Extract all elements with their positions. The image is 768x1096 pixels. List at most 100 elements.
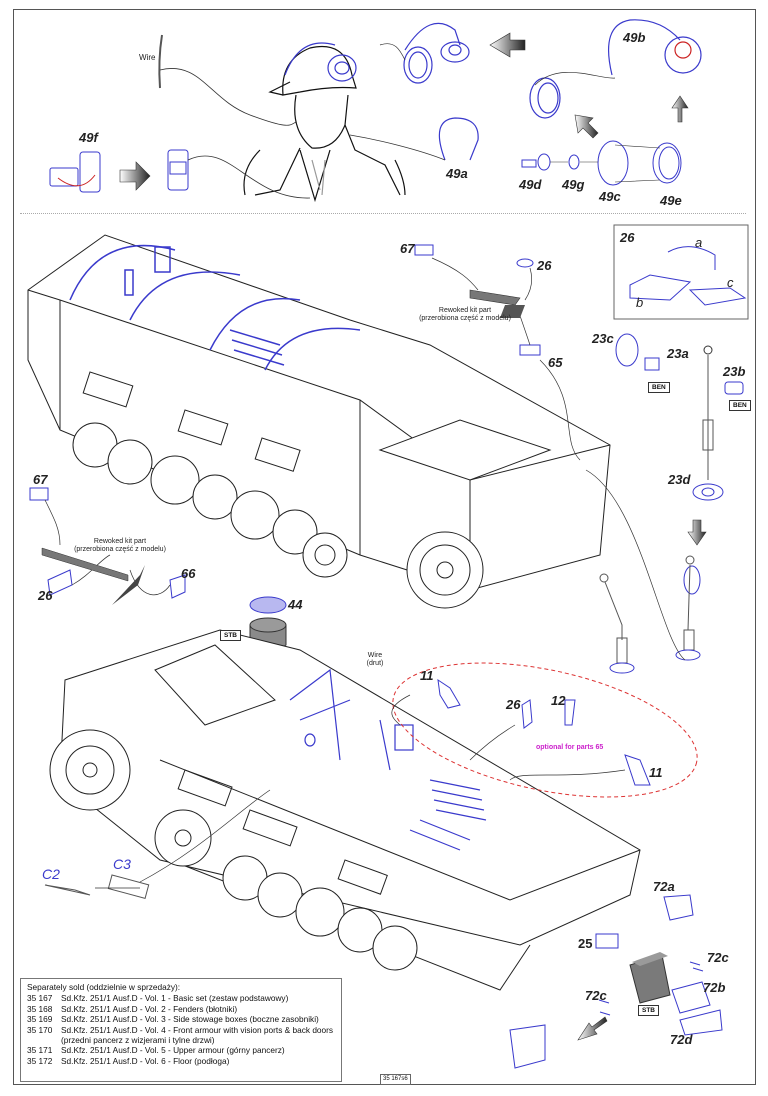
inset-26-title: 26 — [620, 230, 635, 245]
part-49f-drawing — [49, 151, 101, 193]
wire-label: Wire — [139, 53, 156, 62]
inset-26-label-b: b — [636, 295, 644, 310]
part-49a-drawing — [349, 117, 479, 161]
inset-26-box — [613, 224, 749, 320]
part-label-49g: 49g — [562, 177, 585, 192]
part-label-23c: 23c — [592, 331, 614, 346]
part-label-49e: 49e — [660, 193, 682, 208]
crewman-figure — [243, 45, 406, 203]
ben-tag: BEN — [729, 400, 751, 411]
stb-tag: STB — [220, 630, 241, 641]
part-label-72d: 72d — [670, 1032, 693, 1047]
legend-item: 35 170 Sd.Kfz. 251/1 Ausf.D - Vol. 4 - F… — [27, 1025, 335, 1046]
headset-on-figure — [284, 42, 357, 82]
part-label-72b: 72b — [703, 980, 726, 995]
part-label-67-left: 67 — [33, 472, 48, 487]
part-label-49f: 49f — [79, 130, 98, 145]
part-label-49a: 49a — [446, 166, 468, 181]
rework-note-left: Rewoked kit part (przerobiona część z mo… — [65, 538, 175, 554]
part-label-11-right: 11 — [649, 765, 663, 780]
legend-item-desc: Sd.Kfz. 251/1 Ausf.D - Vol. 1 - Basic se… — [61, 993, 289, 1004]
legend-item: 35 172 Sd.Kfz. 251/1 Ausf.D - Vol. 6 - F… — [27, 1056, 335, 1066]
halftrack-lower-view — [49, 629, 641, 991]
ben-tag: BEN — [648, 382, 670, 393]
separately-sold-legend: Separately sold (oddzielnie w sprzedaży)… — [20, 978, 342, 1082]
part-label-49b: 49b — [623, 30, 646, 45]
part-label-26-lower: 26 — [506, 697, 521, 712]
part-label-72c-right: 72c — [707, 950, 729, 965]
part-label-67: 67 — [400, 241, 415, 256]
legend-item-desc: Sd.Kfz. 251/1 Ausf.D - Vol. 2 - Fenders … — [61, 1003, 238, 1014]
halftrack-upper-view — [27, 234, 611, 609]
legend-item: 35 167 Sd.Kfz. 251/1 Ausf.D - Vol. 1 - B… — [27, 993, 335, 1003]
part-label-65: 65 — [548, 355, 563, 370]
legend-item-code: 35 169 — [27, 1014, 53, 1025]
part-49b-drawing — [529, 19, 702, 119]
sheet-code: 35 167s6 — [380, 1074, 411, 1085]
part-label-26-left: 26 — [38, 588, 53, 603]
legend-item-code: 35 167 — [27, 993, 53, 1004]
part-label-23a: 23a — [667, 346, 689, 361]
wire-label-line-1: Wire — [367, 652, 383, 659]
legend-item-code: 35 172 — [27, 1055, 53, 1066]
legend-item-code: 35 171 — [27, 1045, 53, 1056]
part-label-72c-left: 72c — [585, 988, 607, 1003]
rework-note-upper: Rewoked kit part (przerobiona część z mo… — [405, 307, 525, 323]
part-label-C3: C3 — [113, 856, 131, 872]
wire-drut-label: Wire (drut) — [360, 652, 390, 668]
part-label-66: 66 — [181, 566, 196, 581]
legend-item-desc: Sd.Kfz. 251/1 Ausf.D - Vol. 3 - Side sto… — [61, 1014, 319, 1025]
arrow-icon — [574, 95, 689, 139]
part-label-C2: C2 — [42, 866, 60, 882]
antenna-23-assembly — [615, 333, 744, 501]
legend-item: 35 171 Sd.Kfz. 251/1 Ausf.D - Vol. 5 - U… — [27, 1045, 335, 1055]
arrow-icon — [577, 1016, 608, 1041]
part-label-44: 44 — [288, 597, 303, 612]
part-label-11: 11 — [420, 668, 434, 683]
part-label-26: 26 — [537, 258, 552, 273]
rework-note-line-1: Rewoked kit part — [438, 307, 492, 314]
optional-parts-ellipse — [392, 662, 698, 798]
part-label-49c: 49c — [599, 189, 621, 204]
headset-assembled-drawing — [379, 22, 470, 84]
stb-tag-lower: STB — [638, 1005, 659, 1016]
part-label-12: 12 — [551, 693, 566, 708]
part-label-23d: 23d — [668, 472, 691, 487]
parts-11-26-12-drawings — [391, 678, 651, 786]
part-49f-assembled — [167, 149, 311, 199]
inset-26-label-a: a — [695, 235, 703, 250]
optional-note: optional for parts 65 — [536, 744, 604, 751]
legend-item-desc: Sd.Kfz. 251/1 Ausf.D - Vol. 6 - Floor (p… — [61, 1055, 230, 1066]
part-label-72a: 72a — [653, 879, 675, 894]
part-STB-box-lower — [629, 952, 671, 1004]
parts-67-26-65-upper — [414, 244, 581, 461]
rework-kit-part-left — [41, 547, 145, 605]
legend-item: 35 169 Sd.Kfz. 251/1 Ausf.D - Vol. 3 - S… — [27, 1014, 335, 1024]
parts-72-drawings — [509, 894, 723, 1069]
arrow-icon — [687, 519, 707, 546]
legend-item-code: 35 168 — [27, 1003, 53, 1014]
legend-item-desc: Sd.Kfz. 251/1 Ausf.D - Vol. 4 - Front ar… — [61, 1024, 334, 1046]
antenna-mounted-drawings — [585, 469, 701, 674]
inset-26-label-c: c — [727, 275, 734, 290]
section-divider — [20, 213, 746, 214]
parts-C2-C3-drawings — [44, 789, 271, 899]
wire-label-line-2: (drut) — [366, 660, 384, 667]
upper-vehicle-blue-details — [69, 244, 361, 371]
parts-49d-49g-49c-49e-drawing — [521, 140, 682, 186]
legend-item-code: 35 170 — [27, 1024, 53, 1035]
legend-title: Separately sold (oddzielnie w sprzedaży)… — [27, 982, 181, 992]
rework-note-line-1: Rewoked kit part — [93, 538, 147, 545]
rework-note-line-2: (przerobiona część z modelu) — [74, 546, 166, 553]
wire-piece — [158, 34, 297, 126]
rework-kit-part-upper — [469, 289, 525, 318]
arrow-icon — [489, 32, 526, 58]
legend-item-desc: Sd.Kfz. 251/1 Ausf.D - Vol. 5 - Upper ar… — [61, 1045, 285, 1056]
part-label-25: 25 — [578, 936, 593, 951]
legend-item: 35 168 Sd.Kfz. 251/1 Ausf.D - Vol. 2 - F… — [27, 1004, 335, 1014]
lower-vehicle-blue-details — [289, 668, 487, 851]
part-label-49d: 49d — [519, 177, 542, 192]
rework-note-line-2: (przerobiona część z modelu) — [419, 315, 511, 322]
arrow-icon — [119, 161, 151, 191]
